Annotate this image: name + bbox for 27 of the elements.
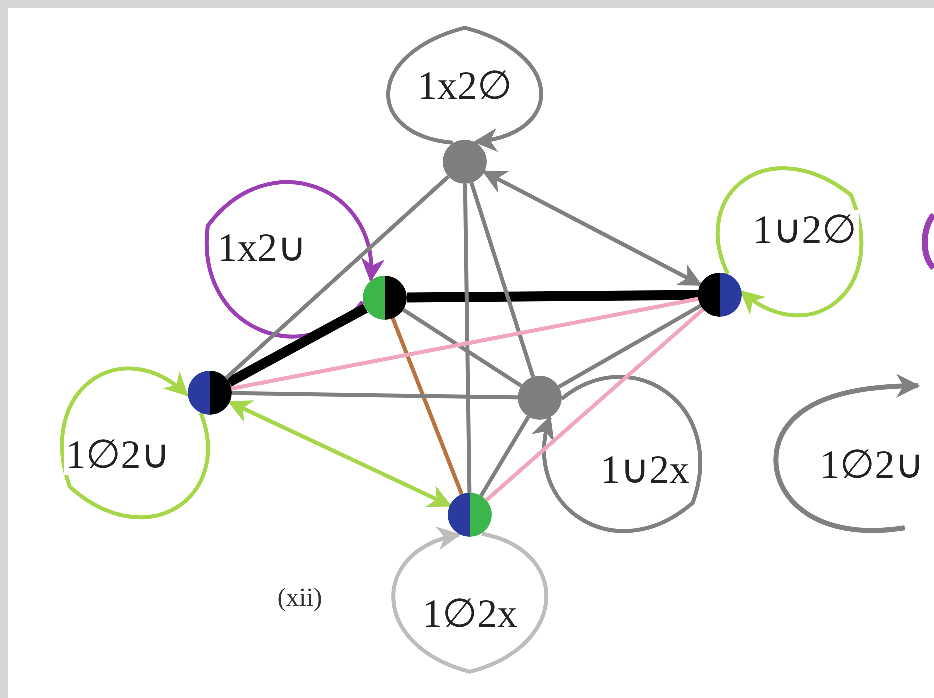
loop-arrow (533, 375, 702, 533)
edge-line (558, 304, 702, 389)
arrow (482, 170, 703, 287)
edge-line (391, 318, 464, 496)
vertex-dot (363, 276, 407, 320)
loop-arrow (386, 26, 544, 150)
edge-line (406, 290, 698, 303)
edge-line (463, 184, 472, 494)
loop-arrow (716, 166, 864, 318)
edge-line (470, 182, 536, 378)
arrow (228, 400, 452, 508)
loop-arrow (392, 528, 548, 674)
edge-line (224, 175, 450, 380)
loop-arrow (60, 367, 210, 520)
edge-line (485, 308, 705, 502)
edge-line (480, 416, 530, 498)
edge-line (402, 308, 523, 388)
vertex-dot (698, 273, 742, 317)
small: (xii) (276, 585, 324, 611)
vertex-dot (188, 371, 232, 415)
vertex-dot (443, 140, 487, 184)
edge-line (231, 297, 699, 391)
vertex-dot (448, 493, 492, 537)
edge-line (226, 304, 368, 387)
edge-line (232, 391, 518, 400)
loop-arrow (205, 180, 383, 339)
vertex-dot (518, 376, 562, 420)
